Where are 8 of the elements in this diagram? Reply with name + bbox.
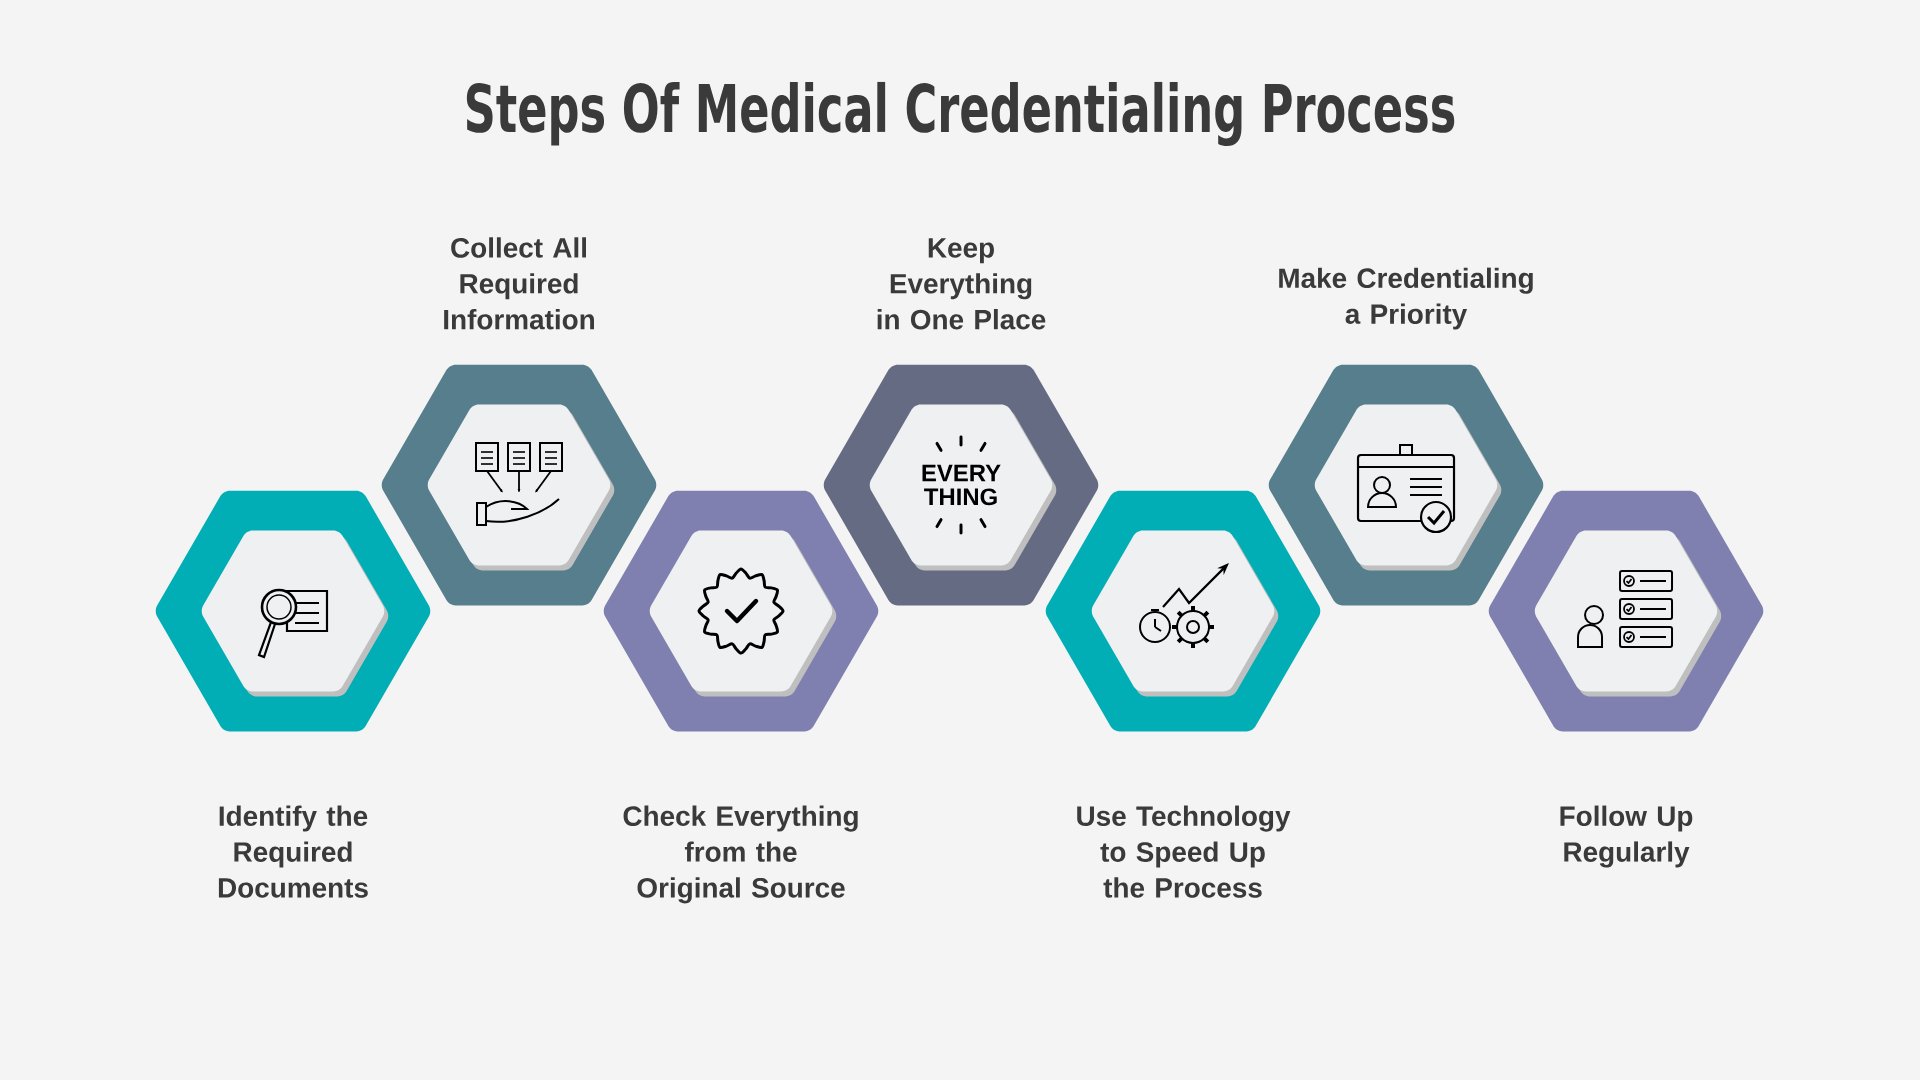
- step-label: Keep Everything in One Place: [877, 238, 1046, 330]
- step-label: Follow Up Regularly: [1560, 805, 1693, 868]
- step-label: Collect All Required Information: [444, 237, 594, 330]
- step-label: Identify the Required Documents: [218, 805, 368, 898]
- title: Steps Of Medical Credentialing Process: [466, 81, 1455, 147]
- step-label: Make Credentialing a Priority: [1279, 267, 1533, 330]
- step-label: Check Everything from the Original Source: [623, 805, 858, 904]
- step-label: Use Technology to Speed Up the Process: [1077, 805, 1291, 898]
